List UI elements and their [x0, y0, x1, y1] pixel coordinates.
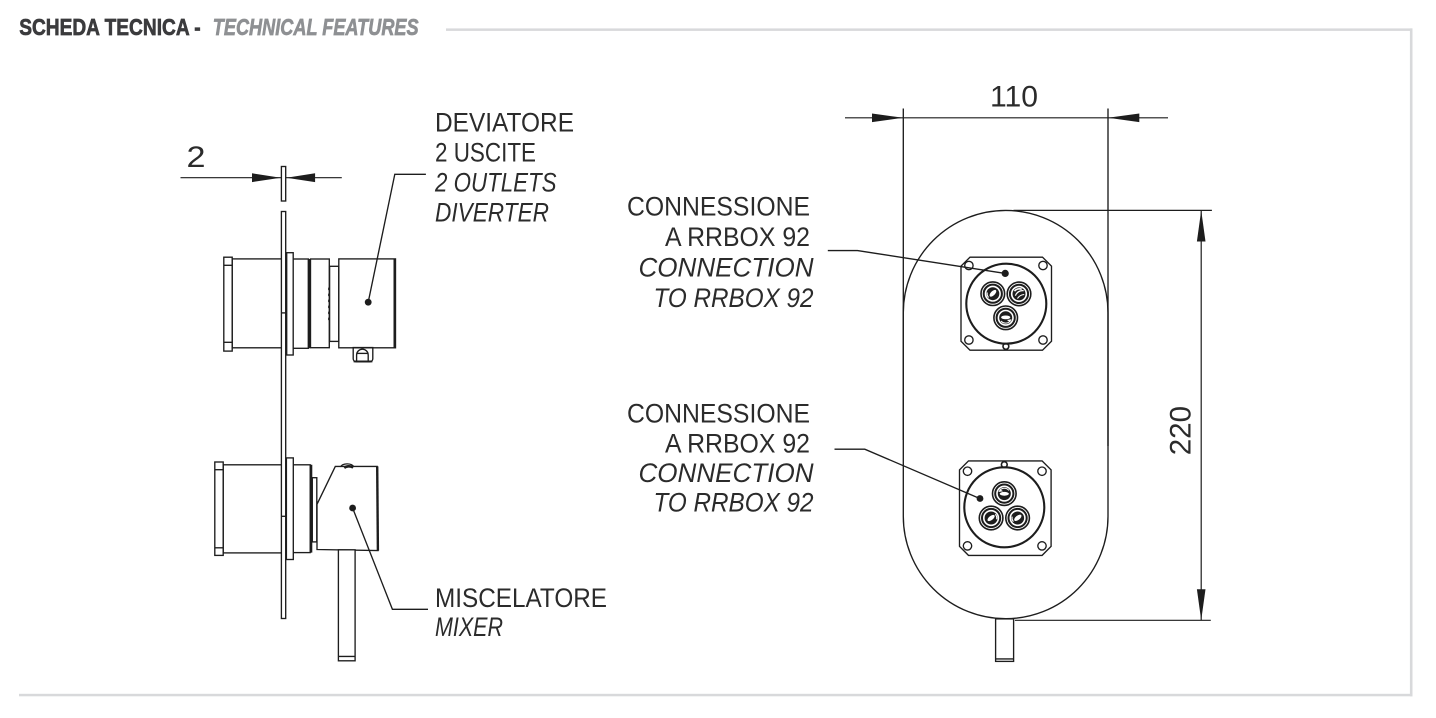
- svg-text:220: 220: [1165, 406, 1198, 455]
- svg-text:2 USCITE: 2 USCITE: [435, 138, 536, 168]
- svg-text:TO RRBOX 92: TO RRBOX 92: [654, 283, 814, 313]
- svg-text:DIVERTER: DIVERTER: [435, 198, 549, 228]
- svg-text:CONNECTION: CONNECTION: [639, 253, 814, 283]
- svg-text:TECHNICAL FEATURES: TECHNICAL FEATURES: [213, 15, 419, 41]
- svg-text:TO RRBOX 92: TO RRBOX 92: [654, 488, 814, 518]
- svg-text:MIXER: MIXER: [435, 612, 503, 642]
- svg-text:CONNECTION: CONNECTION: [639, 458, 814, 488]
- svg-text:2: 2: [187, 141, 206, 174]
- svg-text:CONNESSIONE: CONNESSIONE: [627, 399, 810, 429]
- svg-text:CONNESSIONE: CONNESSIONE: [627, 192, 810, 222]
- svg-text:110: 110: [990, 81, 1038, 114]
- svg-text:A RRBOX 92: A RRBOX 92: [665, 222, 810, 252]
- svg-text:2 OUTLETS: 2 OUTLETS: [434, 168, 556, 198]
- svg-text:DEVIATORE: DEVIATORE: [435, 108, 574, 138]
- svg-text:MISCELATORE: MISCELATORE: [435, 583, 607, 613]
- svg-text:SCHEDA TECNICA -: SCHEDA TECNICA -: [19, 15, 201, 41]
- svg-text:A RRBOX 92: A RRBOX 92: [665, 429, 810, 459]
